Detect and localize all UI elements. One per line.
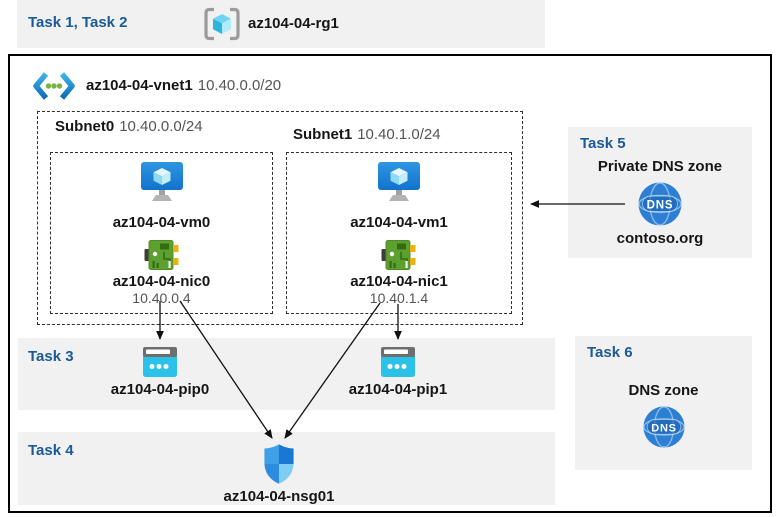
subnet0-box: az104-04-vm0 az104-04-nic0 10.40.0.4 xyxy=(50,152,273,314)
task6-panel: Task 6 DNS zone DNS xyxy=(575,336,752,470)
subnet0-name: Subnet0 xyxy=(55,118,115,135)
nic0-ip: 10.40.0.4 xyxy=(132,290,191,306)
task3-label: Task 3 xyxy=(28,348,74,365)
nsg-name: az104-04-nsg01 xyxy=(223,488,335,505)
svg-text:DNS: DNS xyxy=(647,200,674,212)
subnet0-cidr: 10.40.0.0/24 xyxy=(119,118,203,135)
svg-text:DNS: DNS xyxy=(651,422,677,434)
network-interface-icon xyxy=(144,239,180,271)
network-interface-icon xyxy=(381,239,417,271)
private-dns-zone-title: Private DNS zone xyxy=(597,158,723,175)
task6-label: Task 6 xyxy=(587,344,633,361)
network-security-group-icon xyxy=(263,443,295,485)
task1-2-label: Task 1, Task 2 xyxy=(28,14,128,31)
dns-zone-icon: DNS xyxy=(637,181,683,227)
task3-panel xyxy=(18,338,555,410)
subnet1-cidr: 10.40.1.0/24 xyxy=(357,126,441,143)
nic1-ip: 10.40.1.4 xyxy=(369,290,429,306)
pip1-name: az104-04-pip1 xyxy=(348,381,448,398)
subnet1-name: Subnet1 xyxy=(293,126,353,143)
dns-zone-title: DNS zone xyxy=(628,382,699,399)
public-ip-icon xyxy=(142,346,178,378)
vnet-boundary xyxy=(37,111,523,325)
nic1-name: az104-04-nic1 xyxy=(350,273,448,290)
resource-group-icon xyxy=(202,6,242,42)
vnet-name: az104-04-vnet1 xyxy=(86,77,193,94)
task4-label: Task 4 xyxy=(28,442,74,459)
resource-group-name: az104-04-rg1 xyxy=(248,15,339,32)
task1-2-panel: Task 1, Task 2 az104-04-rg1 xyxy=(17,0,545,48)
public-ip-icon xyxy=(380,346,416,378)
virtual-network-icon xyxy=(31,71,77,101)
vnet-cidr: 10.40.0.0/20 xyxy=(197,77,282,94)
pip0-name: az104-04-pip0 xyxy=(110,381,210,398)
task5-panel: Task 5 Private DNS zone DNS contoso.org xyxy=(568,127,752,258)
private-dns-zone-name: contoso.org xyxy=(616,230,704,247)
vm1-name: az104-04-vm1 xyxy=(350,214,448,231)
dns-zone-icon: DNS xyxy=(642,405,686,449)
task5-label: Task 5 xyxy=(580,135,626,152)
virtual-machine-icon xyxy=(139,161,185,203)
virtual-machine-icon xyxy=(376,161,422,203)
subnet1-box: az104-04-vm1 az104-04-nic1 10.40.1.4 xyxy=(286,152,512,314)
vm0-name: az104-04-vm0 xyxy=(112,214,211,231)
nic0-name: az104-04-nic0 xyxy=(112,273,211,290)
